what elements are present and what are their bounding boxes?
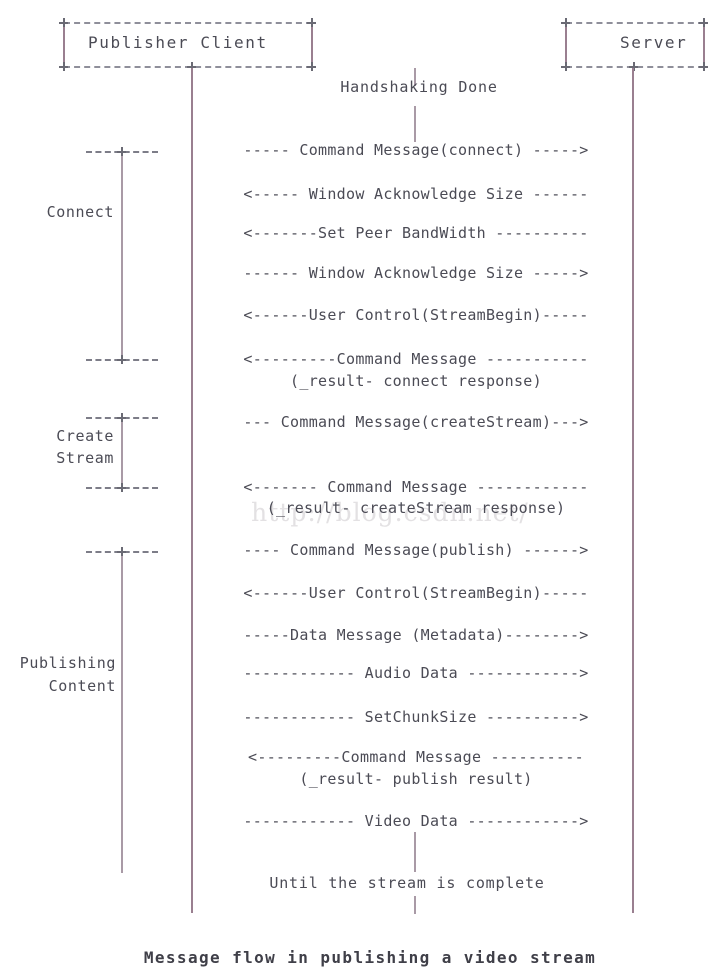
message-row-m12: ------------ Audio Data ------------> — [243, 664, 589, 682]
publisher-box-corner-br — [307, 62, 316, 71]
message-row-m15: ------------ Video Data ------------> — [243, 812, 589, 830]
publishing-content-bracket-tick-top-plus — [117, 547, 126, 556]
publisher-box-top-border — [64, 22, 312, 24]
publisher-box-corner-bl — [59, 62, 68, 71]
publisher-box-label: Publisher Client — [88, 33, 268, 52]
handshaking-center-lifeline-top — [414, 68, 416, 86]
message-row-m14: <---------Command Message ---------- — [248, 748, 584, 766]
publisher-box-right-border — [311, 24, 313, 66]
phase-label-connect: Connect — [46, 203, 114, 221]
create-stream-bracket-tick-top-plus — [117, 413, 126, 422]
message-row-m11: -----Data Message (Metadata)--------> — [243, 626, 589, 644]
connect-bracket-tick-top-plus — [117, 147, 126, 156]
message-sublabel-m8: (_result- createStream response) — [266, 499, 566, 517]
message-row-m9: ---- Command Message(publish) ------> — [243, 541, 589, 559]
publisher-box-corner-tl — [59, 18, 68, 27]
phase-label-create-stream-line1: Create — [56, 427, 114, 445]
phase-label-create-stream-line2: Stream — [56, 449, 114, 467]
message-row-m2: <----- Window Acknowledge Size ------ — [243, 185, 589, 203]
diagram-caption: Message flow in publishing a video strea… — [143, 948, 597, 967]
message-sublabel-m14: (_result- publish result) — [299, 770, 533, 788]
publisher-box-lifeline-junction — [187, 62, 196, 71]
publisher-box-left-border — [63, 24, 65, 66]
message-row-m13: ------------ SetChunkSize ----------> — [243, 708, 589, 726]
publisher-lifeline — [191, 68, 193, 913]
phase-label-publishing-content-line1: Publishing — [19, 654, 116, 672]
create-stream-bracket-tick-bottom-plus — [117, 483, 126, 492]
server-box-corner-tl — [561, 18, 570, 27]
publisher-box-corner-tr — [307, 18, 316, 27]
server-box-corner-bl — [561, 62, 570, 71]
connect-bracket-tick-bottom-plus — [117, 355, 126, 364]
server-box-corner-tr — [699, 18, 708, 27]
phase-label-publishing-content-line2: Content — [48, 677, 116, 695]
message-row-m7: --- Command Message(createStream)---> — [243, 413, 589, 431]
message-row-m4: ------ Window Acknowledge Size -----> — [243, 264, 589, 282]
server-box-lifeline-junction — [629, 62, 638, 71]
server-box-label: Server — [620, 33, 688, 52]
message-row-m6: <---------Command Message ----------- — [243, 350, 589, 368]
server-box-right-border — [703, 24, 705, 66]
connect-bracket-stem — [121, 152, 123, 358]
message-row-m3: <-------Set Peer BandWidth ---------- — [243, 224, 589, 242]
note-until-stream-complete: Until the stream is complete — [269, 874, 545, 892]
message-row-m5: <------User Control(StreamBegin)----- — [243, 306, 589, 324]
server-box-left-border — [565, 24, 567, 66]
message-sublabel-m6: (_result- connect response) — [290, 372, 542, 390]
message-row-m10: <------User Control(StreamBegin)----- — [243, 584, 589, 602]
create-stream-bracket-stem — [121, 417, 123, 489]
publishing-content-bracket-stem — [121, 551, 123, 873]
message-row-m1: ----- Command Message(connect) -----> — [243, 141, 589, 159]
server-box-top-border — [566, 22, 704, 24]
until-complete-center-lifeline-top — [414, 832, 416, 872]
server-lifeline — [632, 68, 634, 913]
until-complete-center-lifeline-bottom — [414, 896, 416, 914]
note-handshaking-done: Handshaking Done — [340, 78, 498, 96]
message-row-m8: <------- Command Message ------------ — [243, 478, 589, 496]
handshaking-center-lifeline-bottom — [414, 106, 416, 142]
server-box-corner-br — [699, 62, 708, 71]
